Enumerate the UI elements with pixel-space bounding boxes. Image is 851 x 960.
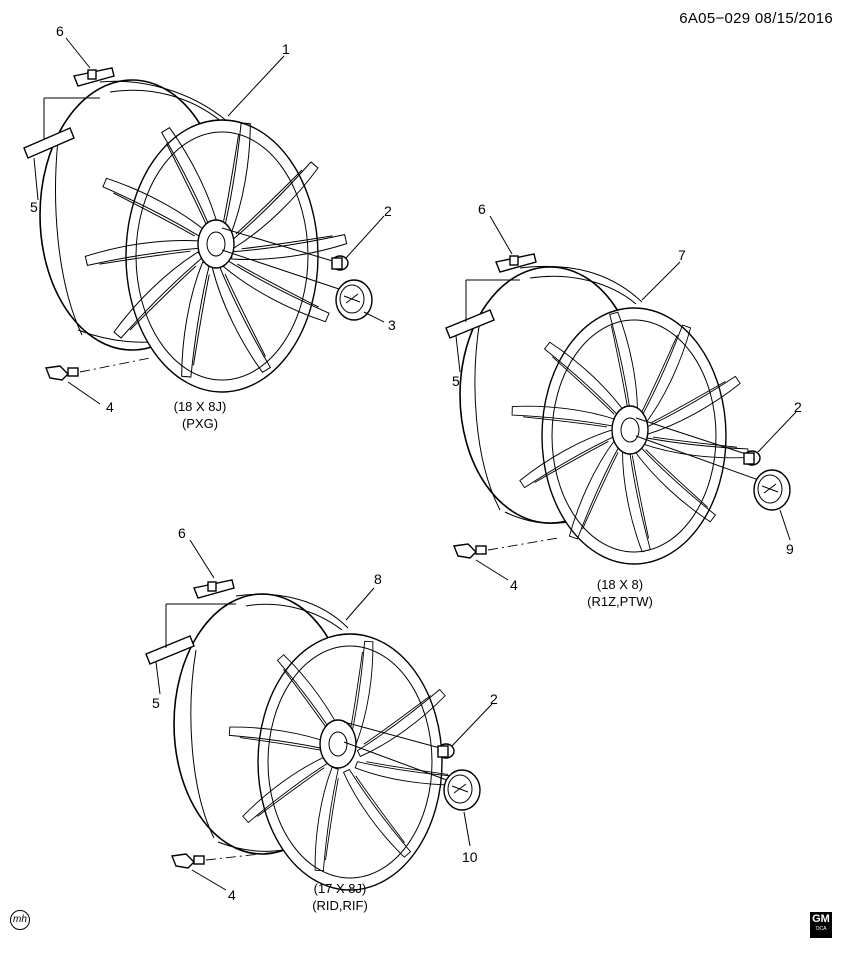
- w8-callout-sensor: 4: [228, 887, 236, 903]
- wheel-8-lug-nut: [437, 743, 455, 759]
- wheel-8-rpo: (RID,RIF): [312, 898, 368, 913]
- wheel-8-size: (17 X 8J): [313, 881, 367, 896]
- wheel-7-size: (18 X 8): [596, 577, 644, 592]
- wheel-1-caption: (18 X 8J) (PXG): [150, 398, 250, 432]
- w7-callout-sensor: 4: [510, 577, 518, 593]
- wheel-1-size: (18 X 8J): [173, 399, 227, 414]
- wheel-7-rpo: (R1Z,PTW): [587, 594, 653, 609]
- w1-callout-cap: 3: [388, 317, 396, 333]
- wheel-1-assembly: 1 2 3 4 5 6: [23, 23, 396, 415]
- wheel-8-assembly: 8 2 10 4 5 6: [145, 525, 498, 903]
- w1-callout-clip: 6: [56, 23, 64, 39]
- wheel-8-center-cap: [443, 769, 481, 811]
- wheel-8-tpms-sensor: [171, 853, 205, 869]
- w8-callout-cap: 10: [462, 849, 478, 865]
- w1-callout-wheel: 1: [282, 41, 290, 57]
- w7-callout-cap: 9: [786, 541, 794, 557]
- wheel-8-hub: [319, 719, 357, 769]
- w8-callout-wheel: 8: [374, 571, 382, 587]
- wheel-1-center-cap: [335, 279, 373, 321]
- wheel-7-weight-clip: [495, 253, 537, 273]
- wheel-8-weight-clip: [193, 579, 235, 599]
- wheel-7-caption: (18 X 8) (R1Z,PTW): [570, 576, 670, 610]
- w1-callout-tape: 5: [30, 199, 38, 215]
- gm-logo-sub: OCA: [815, 926, 827, 932]
- wheel-1-weight-clip: [73, 67, 115, 87]
- wheel-7-assembly: 7 2 9 4 5 6: [445, 201, 802, 593]
- artist-mark-logo: mh: [10, 910, 30, 930]
- w8-callout-clip: 6: [178, 525, 186, 541]
- gm-logo: GM OCA: [810, 912, 832, 938]
- wheel-7-lug-nut: [743, 450, 761, 466]
- wheel-7-hub: [611, 405, 649, 455]
- wheel-8-weight-tape: [145, 635, 195, 665]
- w8-callout-nut: 2: [490, 691, 498, 707]
- w7-callout-tape: 5: [452, 373, 460, 389]
- wheel-8-caption: (17 X 8J) (RID,RIF): [290, 880, 390, 914]
- wheel-7-center-cap: [753, 469, 791, 511]
- wheel-1-weight-tape: [23, 127, 75, 159]
- wheel-1-lug-nut: [331, 255, 349, 271]
- wheel-7-weight-tape: [445, 309, 495, 339]
- wheel-1-rpo: (PXG): [181, 416, 219, 431]
- w1-callout-nut: 2: [384, 203, 392, 219]
- w7-callout-wheel: 7: [678, 247, 686, 263]
- w7-callout-clip: 6: [478, 201, 486, 217]
- gm-logo-text: GM: [812, 913, 830, 925]
- w8-callout-tape: 5: [152, 695, 160, 711]
- wheel-7-tpms-sensor: [453, 543, 487, 559]
- document-code: 6A05−029 08/15/2016: [679, 10, 833, 27]
- w7-callout-nut: 2: [794, 399, 802, 415]
- wheel-1-tpms-sensor: [45, 365, 79, 381]
- w1-callout-sensor: 4: [106, 399, 114, 415]
- wheel-1-hub: [197, 219, 235, 269]
